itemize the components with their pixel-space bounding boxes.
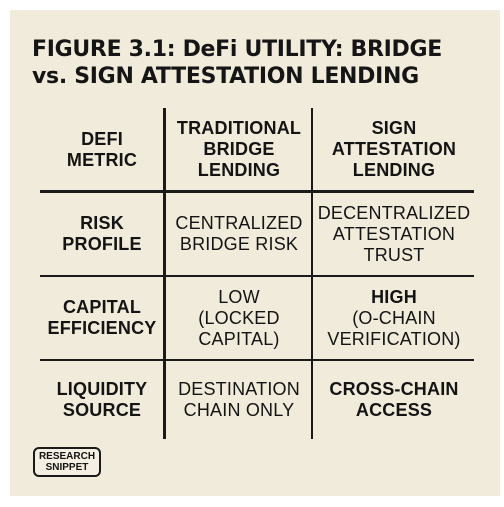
figure-title-line-1: FIGURE 3.1: DeFi UTILITY: BRIDGE [32,37,442,62]
bridge-capital-efficiency-cell: LOW (LOCKED CAPITAL) [198,286,280,349]
table-header-divider [40,190,474,193]
bridge-liquidity-source-cell: DESTINATION CHAIN ONLY [178,379,300,420]
metric-capital-efficiency: CAPITAL EFFICIENCY [47,297,157,338]
sign-capital-efficiency-cell: HIGH (O-CHAIN VERIFICATION) [327,286,461,349]
header-defi-metric: DEFI METRIC [66,128,138,170]
sign-liquidity-source-cell: CROSS-CHAIN ACCESS [329,379,459,420]
table-row-divider-2 [40,359,474,361]
bridge-risk-profile-cell: CENTRALIZED BRIDGE RISK [175,213,303,254]
table-divider-vertical-1 [163,108,166,439]
table-row-divider-1 [40,275,474,277]
figure-title: FIGURE 3.1: DeFi UTILITY: BRIDGE vs. SIG… [32,36,492,90]
table-divider-vertical-2 [311,108,313,439]
research-snippet-badge: RESEARCH SNIPPET [33,447,101,477]
sign-risk-profile-cell: DECENTRALIZED ATTESTATION TRUST [317,202,471,265]
figure-card [10,10,500,496]
metric-liquidity-source: LIQUIDITY SOURCE [56,379,148,420]
header-sign-attestation-lending: SIGN ATTESTATION LENDING [331,118,457,180]
metric-risk-profile: RISK PROFILE [62,213,142,254]
figure-title-line-2: vs. SIGN ATTESTATION LENDING [32,64,419,89]
header-traditional-bridge-lending: TRADITIONAL BRIDGE LENDING [176,118,302,180]
